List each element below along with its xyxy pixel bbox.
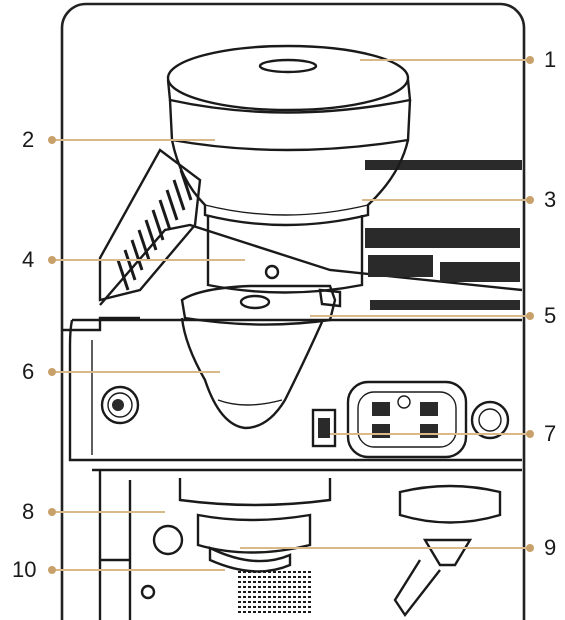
leader-dot-8 — [48, 508, 56, 516]
cup-knob-left — [152, 524, 184, 556]
leader-dot-2 — [48, 136, 56, 144]
lower-vent — [238, 571, 312, 613]
callout-number-2: 2 — [22, 127, 35, 152]
callout-number-5: 5 — [544, 303, 557, 328]
callout-number-8: 8 — [22, 499, 35, 524]
callout-number-9: 9 — [544, 535, 557, 560]
callout-number-3: 3 — [544, 187, 557, 212]
portafilter-right — [393, 484, 502, 618]
power-switch — [311, 408, 337, 448]
callout-number-6: 6 — [22, 359, 35, 384]
callout-number-10: 10 — [12, 557, 37, 582]
leader-dot-10 — [48, 566, 56, 574]
grinder-body — [206, 215, 364, 294]
callout-number-4: 4 — [22, 247, 35, 272]
cabinet-screw — [140, 584, 156, 600]
grille-top-right — [365, 160, 522, 310]
leader-dot-3 — [526, 196, 534, 204]
callout-number-7: 7 — [544, 421, 557, 446]
leader-dot-7 — [526, 430, 534, 438]
steam-knob — [100, 385, 140, 425]
leader-dot-1 — [526, 56, 534, 64]
doser-funnel — [180, 317, 324, 430]
water-knob — [470, 400, 510, 440]
leader-dot-6 — [48, 368, 56, 376]
image-frame — [60, 2, 526, 620]
leader-dot-4 — [48, 256, 56, 264]
callout-number-1: 1 — [544, 47, 557, 72]
callout-leaders — [48, 56, 534, 574]
bean-hopper — [166, 44, 412, 227]
group-head — [178, 478, 332, 573]
dosing-plate — [180, 284, 342, 326]
leader-dot-5 — [526, 312, 534, 320]
cup-rack-left — [98, 148, 202, 302]
leader-dot-9 — [526, 544, 534, 552]
